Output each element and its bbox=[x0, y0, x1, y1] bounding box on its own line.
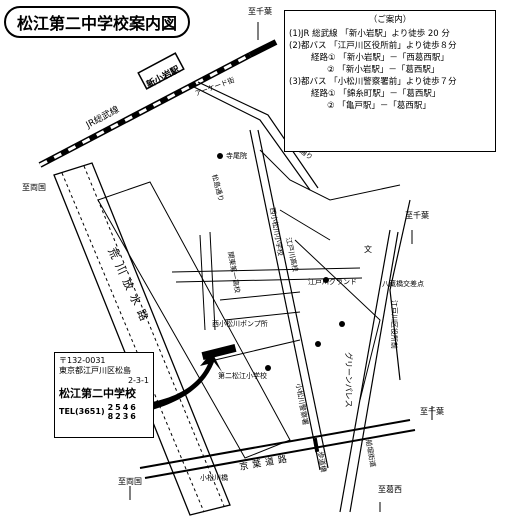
label-yagenbashi: 八蔵橋交差点 bbox=[382, 279, 424, 288]
label-temple: 寺尾院 bbox=[226, 151, 247, 160]
school-site bbox=[201, 344, 237, 360]
school-name: 松江第二中学校 bbox=[59, 387, 136, 400]
label-school-mark: 文 bbox=[364, 244, 372, 254]
elem-marker bbox=[265, 365, 271, 371]
access-line: (1)JR 総武線 「新小岩駅」より徒歩 20 分 bbox=[289, 29, 450, 39]
label-kanjo: 関東第一高校 bbox=[226, 251, 242, 294]
label-ward-office: 江戸川区役所前 bbox=[390, 300, 399, 349]
tel-number-1: 2546 bbox=[107, 403, 138, 412]
label-hodokyo: 歩道橋 bbox=[316, 451, 329, 473]
office-marker bbox=[339, 321, 345, 327]
label-to-ryogoku: 至両国 bbox=[22, 183, 46, 192]
railway-line bbox=[38, 39, 278, 168]
page-title: 松江第二中学校案内図 bbox=[4, 6, 190, 38]
address-box: 〒132-0031 東京都江戸川区松島 2-3-1 松江第二中学校 TEL(36… bbox=[54, 352, 154, 438]
direction-arrows bbox=[129, 22, 433, 512]
tel-number-2: 8236 bbox=[107, 412, 138, 421]
label-edogawa-ground: 江戸川グランド bbox=[308, 277, 357, 286]
label-police: 小松川警察署 bbox=[294, 383, 310, 426]
main-roads bbox=[139, 81, 416, 513]
label-komatsugawa-bridge: 小松川橋 bbox=[200, 473, 228, 482]
address-line: 東京都江戸川区松島 bbox=[59, 366, 131, 375]
label-pump: 西小松川ポンプ所 bbox=[212, 319, 268, 328]
station-box bbox=[137, 52, 185, 90]
label-daini-elem: 第二松江小学校 bbox=[218, 371, 267, 380]
access-line: 経路① 「錦糸町駅」－「葛西駅」 bbox=[311, 89, 441, 99]
label-to-ryogoku-low: 至両国 bbox=[118, 477, 142, 486]
label-to-chiba-mid: 至千葉 bbox=[405, 210, 429, 220]
access-line: (2)都バス 「江戸川区役所前」より徒歩８分 bbox=[289, 41, 457, 51]
access-line: (3)都バス 「小松川警察署前」より徒歩７分 bbox=[289, 77, 457, 87]
label-to-chiba-top: 至千葉 bbox=[248, 6, 272, 16]
tel-label: TEL(3651) bbox=[59, 407, 105, 416]
label-to-kasai: 至葛西 bbox=[378, 484, 402, 494]
label-keiyo: 京葉道路 bbox=[238, 452, 291, 473]
telephone: TEL(3651) 2546 8236 bbox=[59, 403, 149, 421]
tel-number: 2546 8236 bbox=[108, 403, 138, 421]
hodokyo-marker bbox=[312, 437, 320, 453]
label-green-palace: グリーンパレス bbox=[344, 352, 354, 408]
ground-marker bbox=[323, 277, 329, 283]
access-line: 経路① 「新小岩駅」－「西葛西駅」 bbox=[311, 53, 449, 63]
postal-code: 〒132-0031 bbox=[59, 356, 106, 365]
access-heading: （ご案内） bbox=[368, 15, 412, 25]
access-line: ② 「亀戸駅」－「葛西駅」 bbox=[327, 101, 431, 111]
pointer-arrow bbox=[152, 352, 222, 410]
label-matsushima-st: 松島通り bbox=[210, 173, 226, 202]
label-funabori: 船堀街道 bbox=[364, 439, 378, 468]
access-info: （ご案内） (1)JR 総武線 「新小岩駅」より徒歩 20 分 (2)都バス 「… bbox=[284, 10, 496, 152]
access-line: ② 「新小岩駅」－「葛西駅」 bbox=[327, 65, 440, 75]
address-line: 2-3-1 bbox=[127, 376, 149, 385]
temple-marker bbox=[217, 153, 223, 159]
police-marker bbox=[315, 341, 321, 347]
